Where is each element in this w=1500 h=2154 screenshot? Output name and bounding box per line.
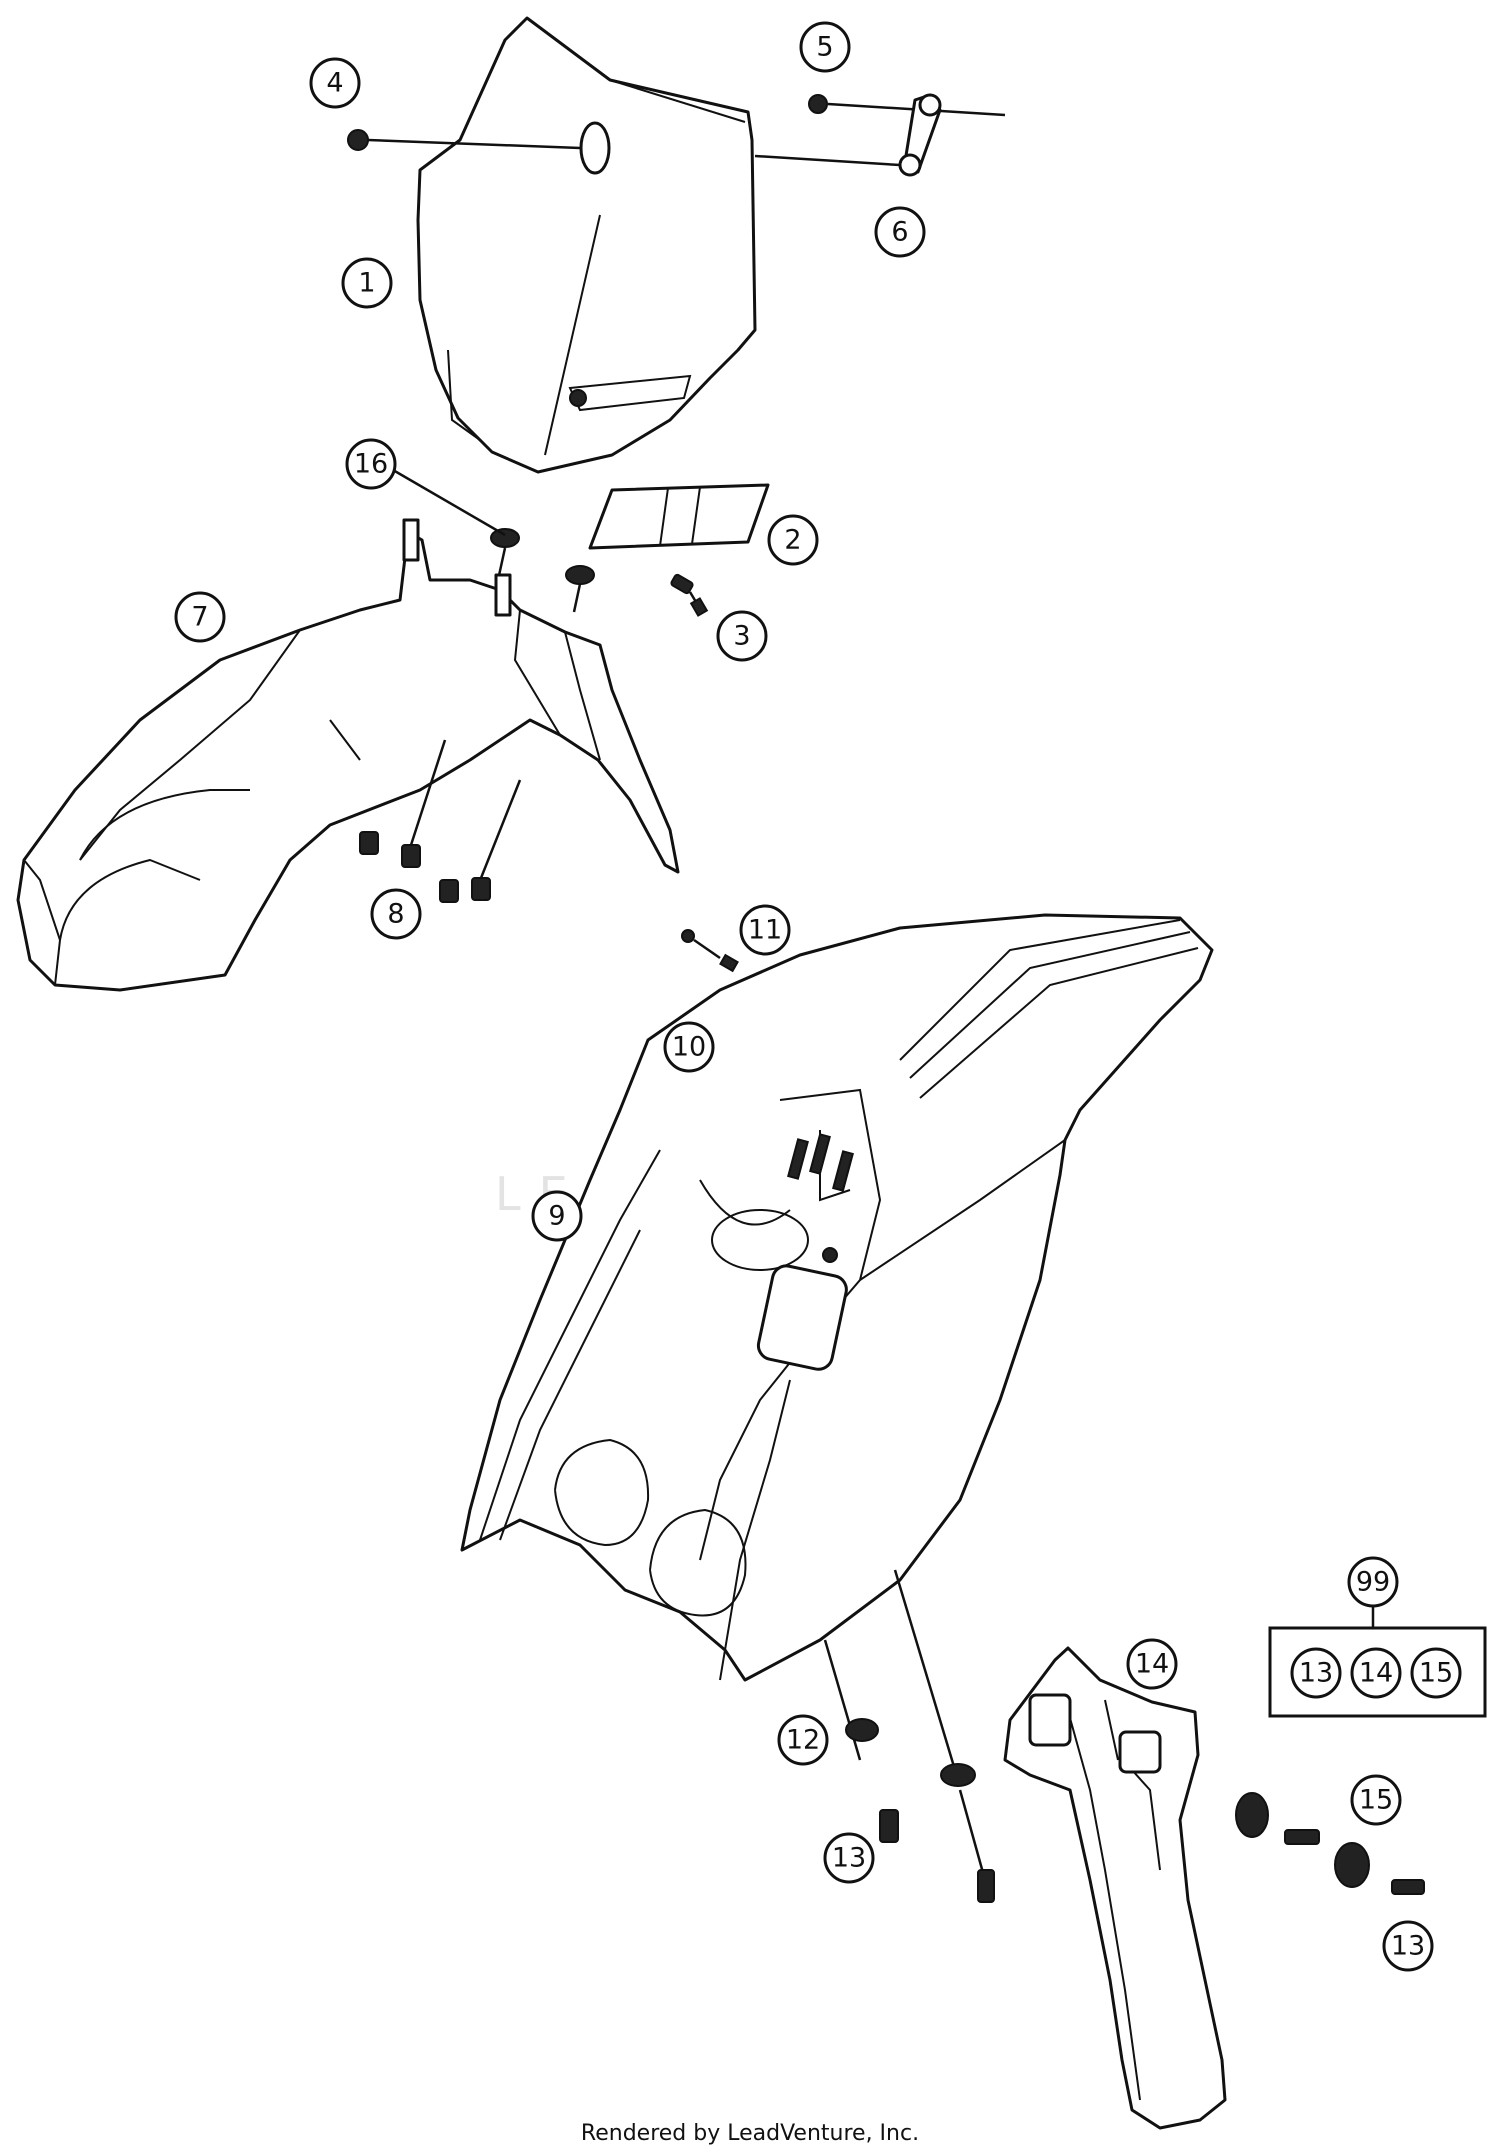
callout-3[interactable]: 3	[716, 610, 768, 662]
callout-10[interactable]: 10	[663, 1021, 715, 1073]
callout-13-left[interactable]: 13	[823, 1832, 875, 1884]
callout-11[interactable]: 11	[739, 904, 791, 956]
kit-item-13[interactable]: 13	[1290, 1647, 1342, 1699]
rubber-strap-hardware[interactable]	[754, 93, 1006, 177]
callout-99[interactable]: 99	[1347, 1556, 1399, 1608]
nut-plate-hardware[interactable]	[347, 129, 581, 151]
nut-fender-hardware[interactable]	[392, 468, 595, 613]
callout-8[interactable]: 8	[370, 888, 422, 940]
callout-15[interactable]: 15	[1350, 1774, 1402, 1826]
svg-text:9: 9	[548, 1201, 565, 1232]
svg-text:13: 13	[1391, 1931, 1425, 1962]
callout-5[interactable]: 5	[799, 21, 851, 73]
decal[interactable]	[588, 483, 770, 550]
front-fender[interactable]	[16, 518, 680, 992]
svg-text:10: 10	[672, 1032, 706, 1063]
mud-flap[interactable]	[1003, 1646, 1227, 2130]
callout-6[interactable]: 6	[874, 206, 926, 258]
footer-credit: Rendered by LeadVenture, Inc.	[581, 2121, 919, 2146]
svg-text:2: 2	[784, 525, 801, 556]
svg-text:1: 1	[358, 268, 375, 299]
callout-12[interactable]: 12	[777, 1714, 829, 1766]
callout-4[interactable]: 4	[309, 57, 361, 109]
svg-text:16: 16	[354, 449, 388, 480]
callout-14[interactable]: 14	[1126, 1638, 1178, 1690]
callout-7[interactable]: 7	[174, 591, 226, 643]
screw-decal-hardware[interactable]	[670, 573, 709, 617]
svg-text:11: 11	[748, 915, 782, 946]
svg-text:14: 14	[1135, 1649, 1169, 1680]
svg-text:7: 7	[191, 602, 208, 633]
callout-9[interactable]: 9	[531, 1190, 583, 1242]
rear-fender-hardware[interactable]	[823, 1569, 995, 1903]
callout-2[interactable]: 2	[767, 514, 819, 566]
svg-text:14: 14	[1359, 1658, 1393, 1689]
svg-text:5: 5	[816, 32, 833, 63]
svg-text:13: 13	[1299, 1658, 1333, 1689]
kit-item-15[interactable]: 15	[1410, 1647, 1462, 1699]
callout-13-right[interactable]: 13	[1382, 1920, 1434, 1972]
svg-text:4: 4	[326, 68, 343, 99]
svg-text:3: 3	[733, 621, 750, 652]
svg-text:99: 99	[1356, 1567, 1390, 1598]
callout-1[interactable]: 1	[341, 257, 393, 309]
callouts: 1 2 3 4 5 6 7 8 9 10 11 12 13 14 15 16 1…	[174, 21, 1462, 1972]
kit-item-14[interactable]: 14	[1350, 1647, 1402, 1699]
svg-text:15: 15	[1419, 1658, 1453, 1689]
svg-text:15: 15	[1359, 1785, 1393, 1816]
svg-text:12: 12	[786, 1725, 820, 1756]
svg-text:6: 6	[891, 217, 908, 248]
svg-text:13: 13	[832, 1843, 866, 1874]
mud-flap-hardware[interactable]	[1235, 1792, 1425, 1895]
fender-screws-hardware[interactable]	[359, 739, 522, 903]
start-number-plate[interactable]	[416, 16, 757, 474]
rear-fender[interactable]	[460, 913, 1214, 1682]
svg-text:8: 8	[387, 899, 404, 930]
callout-16-top[interactable]: 16	[345, 438, 397, 490]
